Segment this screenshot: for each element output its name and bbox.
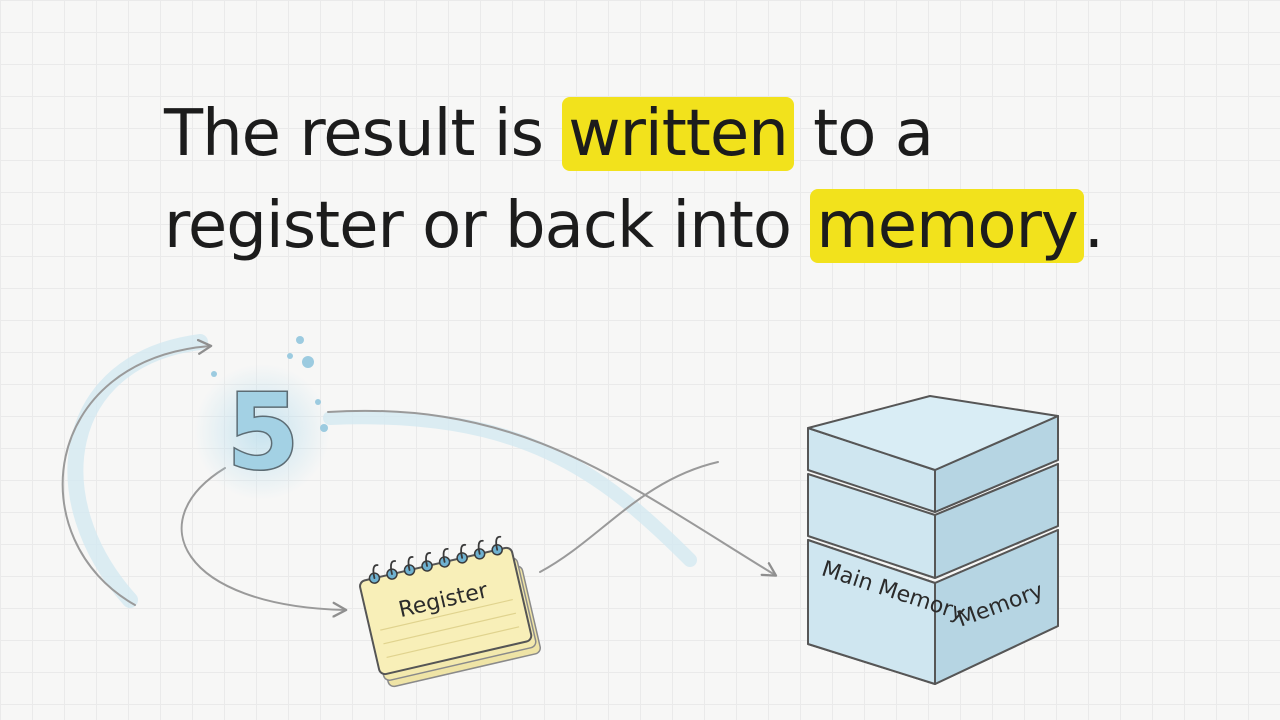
motion-swooshes	[67, 334, 697, 608]
register-notepad: Register	[359, 535, 542, 688]
flow-arrows	[61, 338, 778, 618]
highlight-memory: memory	[810, 189, 1084, 263]
result-value: 5	[194, 336, 330, 500]
arrow-register-crossing	[539, 461, 719, 573]
headline-text-1: The result is	[164, 97, 563, 171]
main-memory-stack: Main Memory Memory	[807, 395, 1059, 685]
arrow-loop-to-result	[61, 338, 213, 606]
headline: The result is written to a register or ba…	[164, 88, 1104, 272]
headline-text-3: register or back into	[164, 189, 811, 263]
arrow-result-to-memory	[327, 409, 778, 577]
arrow-result-to-register	[180, 467, 348, 618]
highlight-written: written	[562, 97, 794, 171]
result-digit: 5	[227, 371, 299, 493]
headline-text-4: .	[1083, 189, 1104, 263]
headline-text-2: to a	[793, 97, 934, 171]
